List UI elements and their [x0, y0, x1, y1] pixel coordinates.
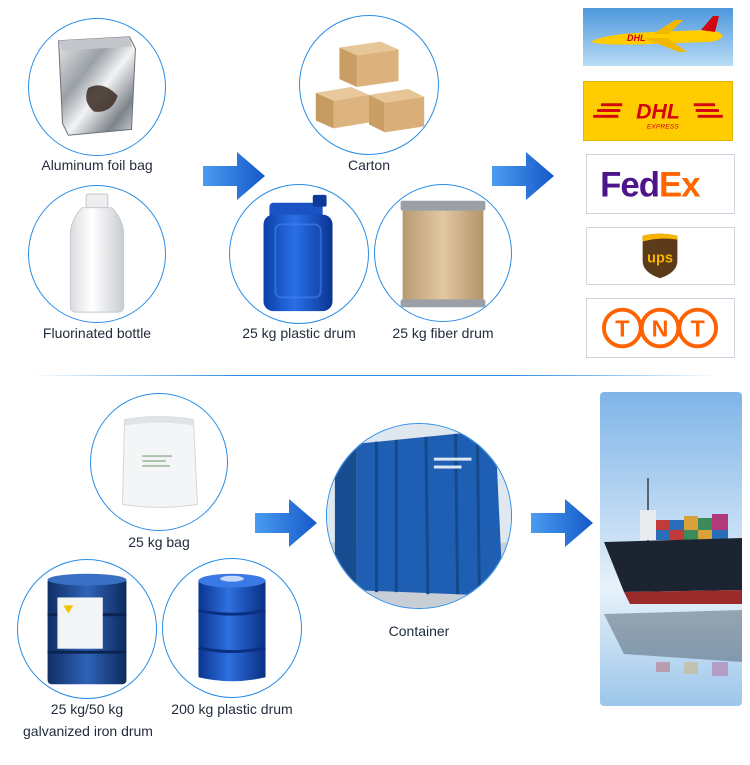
dhl-express-text: EXPRESS — [647, 123, 679, 130]
dhl-logo: DHL EXPRESS — [583, 81, 733, 141]
fedex-fed-text: Fed — [600, 166, 659, 205]
arrow-right-icon — [531, 499, 593, 547]
galvanized-iron-drum-image — [17, 559, 157, 699]
container-image — [326, 423, 512, 609]
fedex-ex-text: Ex — [659, 166, 701, 205]
plastic-drum-25kg-image — [229, 184, 369, 324]
label-fiber-drum-25kg: 25 kg fiber drum — [392, 325, 494, 341]
label-iron-drum-line2: galvanized iron drum — [23, 723, 153, 739]
section-divider — [30, 375, 720, 376]
svg-text:DHL: DHL — [627, 33, 646, 43]
label-fluorinated-bottle: Fluorinated bottle — [42, 325, 152, 341]
arrow-right-icon — [255, 499, 317, 547]
dhl-wordmark: DHL — [636, 100, 680, 124]
dhl-airplane-image: DHL — [583, 8, 733, 66]
tnt-letter: T — [691, 316, 705, 342]
cargo-ship-image — [600, 392, 742, 706]
arrow-right-icon — [492, 152, 554, 200]
label-plastic-drum-25kg: 25 kg plastic drum — [242, 325, 356, 341]
tnt-logo: T N T — [586, 298, 735, 358]
label-iron-drum-line1: 25 kg/50 kg — [50, 701, 124, 717]
label-plastic-drum-200kg: 200 kg plastic drum — [171, 701, 293, 717]
label-bag-25kg: 25 kg bag — [128, 534, 190, 550]
fluorinated-bottle-image — [28, 185, 166, 323]
ups-text: ups — [647, 251, 673, 267]
fedex-logo: FedEx — [586, 154, 735, 214]
svg-text:FedEx: FedEx — [600, 166, 701, 205]
ups-logo: ups — [586, 227, 735, 285]
label-carton: Carton — [347, 157, 391, 173]
bag-25kg-image — [90, 393, 228, 531]
arrow-right-icon — [203, 152, 265, 200]
plastic-drum-200kg-image — [162, 558, 302, 698]
carton-image — [299, 15, 439, 155]
label-aluminum-foil-bag: Aluminum foil bag — [41, 157, 153, 173]
label-container: Container — [388, 623, 450, 639]
tnt-letter: T — [615, 316, 629, 342]
tnt-letter: N — [652, 316, 669, 342]
aluminum-foil-bag-image — [28, 18, 166, 156]
fiber-drum-25kg-image — [374, 184, 512, 322]
